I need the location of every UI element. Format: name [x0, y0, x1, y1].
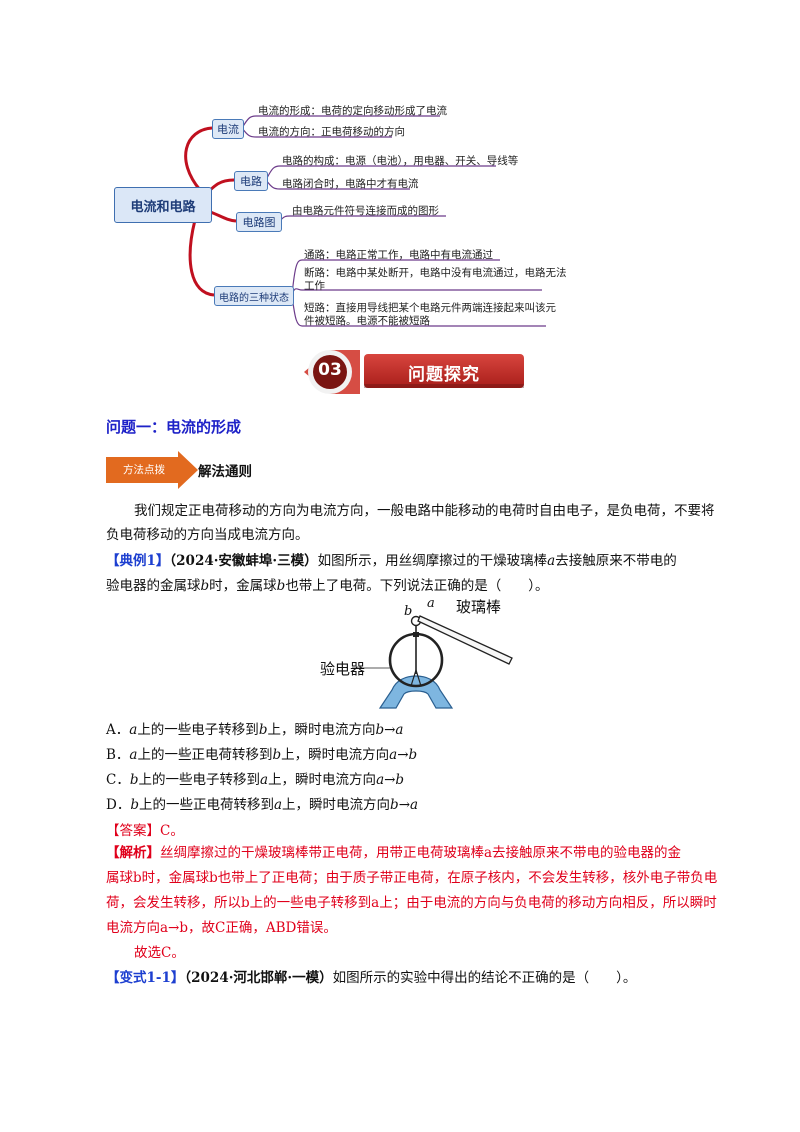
example1-var-b-2: b: [276, 578, 286, 594]
example1-source: （2024·安徽蚌埠·三模）: [169, 553, 318, 569]
figure-label-a: a: [427, 596, 435, 611]
variant-source: （2024·河北邯郸·一模）: [184, 970, 333, 986]
figure-label-glass-rod: 玻璃棒: [456, 598, 502, 616]
option-c[interactable]: C．b上的一些电子转移到a上，瞬时电流方向a→b: [106, 768, 404, 788]
variant-text: 如图所示的实验中得出的结论不正确的是（ ）。: [332, 970, 637, 986]
intro-line-2: 负电荷移动的方向当成电流方向。: [106, 527, 309, 543]
example1-text-4: 时，金属球: [209, 578, 277, 594]
leaf-state-closed: 通路：电路正常工作，电路中有电流通过: [304, 249, 493, 261]
example1-line-2: 验电器的金属球b时，金属球b也带上了电荷。下列说法正确的是（ ）。: [106, 573, 549, 599]
figure-label-b: b: [404, 604, 413, 619]
analysis-line-2: 属球b时，金属球b也带上了正电荷；由于质子带正电荷，在原子核内，不会发生转移，核…: [106, 870, 718, 886]
option-var: a: [129, 722, 138, 738]
method-tag-label: 方法点拨: [123, 464, 165, 476]
analysis-line-4: 电流方向a→b，故C正确，ABD错误。: [106, 920, 337, 936]
option-direction: a→b: [389, 747, 418, 763]
option-d[interactable]: D．b上的一些正电荷转移到a上，瞬时电流方向b→a: [106, 793, 418, 813]
electroscope-drawing: [352, 615, 513, 709]
mind-map: 电流和电路 电流 电路 电路图 电路的三种状态 电流的形成：电荷的定向移动形成了…: [0, 0, 800, 340]
option-a[interactable]: A．a上的一些电子转移到b上，瞬时电流方向b→a: [106, 718, 403, 738]
option-key: A．: [106, 722, 130, 738]
option-var: b: [130, 797, 139, 813]
analysis-line-3: 荷，会发生转移，所以b上的一些电子转移到a上；由于电流的方向与负电荷的移动方向相…: [106, 895, 717, 911]
leaf-state-short-cont: 件被短路。电源不能被短路: [304, 315, 430, 327]
analysis-tag: 【解析】: [106, 845, 160, 861]
option-text: 上，瞬时电流方向: [281, 747, 390, 763]
option-text: 上的一些电子转移到: [138, 772, 261, 788]
mind-map-connectors: [184, 115, 546, 327]
option-var: b: [129, 772, 139, 788]
answer-value: C。: [160, 823, 184, 839]
banner-graphic: [304, 350, 524, 394]
option-b[interactable]: B．a上的一些正电荷转移到b上，瞬时电流方向a→b: [106, 743, 417, 763]
option-var: b: [258, 722, 268, 738]
option-var: a: [273, 797, 283, 813]
leaf-diagram-definition: 由电路元件符号连接而成的图形: [292, 205, 439, 217]
leaf-state-short: 短路：直接用导线把某个电路元件两端连接起来叫该元: [304, 302, 556, 314]
branch-circuit-diagram: 电路图: [236, 212, 282, 232]
option-text: 上的一些电子转移到: [137, 722, 259, 738]
method-title: 解法通则: [198, 464, 252, 480]
option-key: C．: [106, 772, 130, 788]
branch-current: 电流: [212, 119, 244, 139]
banner-number: 03: [318, 360, 342, 380]
option-key: B．: [106, 747, 130, 763]
example1-text-2: 去接触原来不带电的: [555, 553, 677, 569]
leaf-state-open: 断路：电路中某处断开，电路中没有电流通过，电路无法: [304, 267, 567, 279]
branch-circuit-states: 电路的三种状态: [214, 286, 294, 306]
analysis-line-1: 【解析】丝绸摩擦过的干燥玻璃棒带正电荷，用带正电荷玻璃棒a去接触原来不带电的验电…: [106, 840, 681, 866]
option-text: 上，瞬时电流方向: [267, 722, 376, 738]
section-title: 问题一：电流的形成: [106, 418, 242, 436]
example1-line-1: 【典例1】（2024·安徽蚌埠·三模）如图所示，用丝绸摩擦过的干燥玻璃棒a去接触…: [106, 548, 677, 574]
option-text: 上，瞬时电流方向: [268, 772, 377, 788]
conclusion: 故选C。: [134, 945, 185, 961]
option-text: 上，瞬时电流方向: [282, 797, 391, 813]
option-direction: b→a: [375, 722, 404, 738]
figure-label-electroscope: 验电器: [320, 660, 366, 678]
option-var: a: [129, 747, 138, 763]
option-var: a: [260, 772, 269, 788]
option-key: D．: [106, 797, 131, 813]
example1-var-b: b: [200, 578, 210, 594]
option-var: b: [272, 747, 282, 763]
variant-1-1: 【变式1-1】（2024·河北邯郸·一模）如图所示的实验中得出的结论不正确的是（…: [106, 965, 636, 991]
intro-line-1: 我们规定正电荷移动的方向为电流方向，一般电路中能移动的电荷时自由电子，是负电荷，…: [134, 503, 715, 519]
banner-title: 问题探究: [408, 365, 480, 385]
leaf-current-formation: 电流的形成：电荷的定向移动形成了电流: [258, 105, 447, 117]
example1-text-5: 也带上了电荷。下列说法正确的是（ ）。: [285, 578, 549, 594]
option-text: 上的一些正电荷转移到: [137, 747, 273, 763]
section-banner: 03 问题探究: [300, 346, 530, 398]
option-text: 上的一些正电荷转移到: [138, 797, 274, 813]
electroscope-figure: a b 玻璃棒 验电器: [316, 596, 526, 714]
leaf-circuit-components: 电路的构成：电源（电池），用电器、开关、导线等: [282, 155, 519, 167]
method-tag: 方法点拨: [106, 451, 216, 489]
branch-circuit: 电路: [234, 171, 268, 191]
example1-text-3: 验电器的金属球: [106, 578, 201, 594]
leaf-circuit-closed: 电路闭合时，电路中才有电流: [282, 178, 419, 190]
example1-text-1: 如图所示，用丝绸摩擦过的干燥玻璃棒: [317, 553, 548, 569]
mind-map-root: 电流和电路: [114, 187, 212, 223]
leaf-state-open-cont: 工作: [304, 280, 325, 292]
option-direction: b→a: [390, 797, 419, 813]
example1-tag: 【典例1】: [106, 553, 170, 569]
variant-tag: 【变式1-1】: [106, 970, 185, 986]
leaf-current-direction: 电流的方向：正电荷移动的方向: [258, 126, 405, 138]
answer-tag: 【答案】: [106, 823, 160, 839]
method-arrow-icon: [106, 451, 198, 489]
option-direction: a→b: [376, 772, 405, 788]
example1-var-a: a: [547, 553, 556, 569]
answer: 【答案】C。: [106, 818, 184, 844]
analysis-text-1: 丝绸摩擦过的干燥玻璃棒带正电荷，用带正电荷玻璃棒a去接触原来不带电的验电器的金: [160, 845, 682, 861]
